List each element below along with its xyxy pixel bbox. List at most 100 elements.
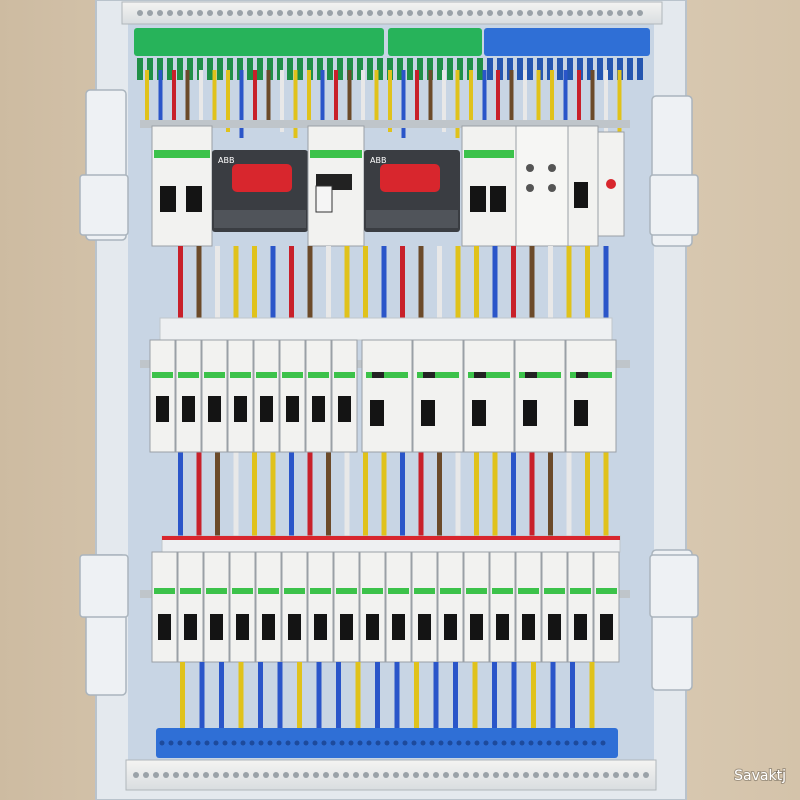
rail-screw <box>153 772 159 778</box>
wire <box>511 452 516 536</box>
rail-screw <box>143 772 149 778</box>
breaker-module <box>331 339 358 453</box>
terminal-screw <box>501 740 507 746</box>
terminal-clamp <box>527 58 533 80</box>
breaker-module <box>515 551 542 663</box>
wire <box>548 452 553 536</box>
rail-screw <box>493 772 499 778</box>
rail-screw <box>447 10 453 16</box>
rail-screw <box>413 772 419 778</box>
wire <box>585 452 590 536</box>
wire <box>375 662 380 728</box>
terminal-screw <box>591 740 597 746</box>
wire <box>566 452 572 536</box>
rail-screw <box>277 10 283 16</box>
terminal-screw <box>420 740 426 746</box>
wire <box>355 662 361 728</box>
terminal-clamp <box>457 58 463 80</box>
rail-screw <box>543 772 549 778</box>
breaker-label-strip <box>284 588 305 594</box>
wire <box>523 70 527 120</box>
breaker-toggle <box>366 614 379 640</box>
breaker-module <box>203 551 230 663</box>
rail-screw <box>433 772 439 778</box>
wire <box>415 70 419 120</box>
terminal-clamp <box>557 58 563 80</box>
rail-screw <box>317 10 323 16</box>
wire <box>320 70 325 126</box>
rcbo-label-strip <box>468 372 510 378</box>
terminal-clamp <box>637 58 643 80</box>
rail-screw <box>167 10 173 16</box>
rail-screw <box>407 10 413 16</box>
terminal-screw <box>438 740 444 746</box>
rail-screw <box>293 772 299 778</box>
breaker-label-strip <box>178 372 199 378</box>
terminal-clamp <box>237 58 243 80</box>
rcbo-test-button <box>474 372 486 378</box>
wire <box>428 70 433 126</box>
terminal-screw <box>249 740 255 746</box>
rail-screw <box>237 10 243 16</box>
wire <box>361 70 365 120</box>
rail-screw <box>253 772 259 778</box>
lower-breaker-row <box>140 535 630 663</box>
wire <box>550 662 556 728</box>
rail-screw <box>177 10 183 16</box>
terminal-clamp <box>447 58 453 80</box>
rail-screw <box>297 10 303 16</box>
terminal-screw <box>384 740 390 746</box>
terminal-clamp <box>497 58 503 80</box>
terminal-screw <box>303 740 309 746</box>
breaker-toggle <box>340 614 353 640</box>
rail-screw <box>503 772 509 778</box>
breaker-toggle <box>392 614 405 640</box>
breaker-toggle <box>210 614 223 640</box>
breaker-module <box>541 551 568 663</box>
rail-screw <box>383 772 389 778</box>
wire <box>394 662 400 728</box>
breaker-module <box>255 551 282 663</box>
breaker-module <box>307 551 334 663</box>
terminal-screw <box>546 740 552 746</box>
wire <box>196 452 202 536</box>
rail-screw <box>483 772 489 778</box>
rail-screw <box>477 10 483 16</box>
rail-screw <box>363 772 369 778</box>
terminal-screw <box>582 740 588 746</box>
rail-screw <box>617 10 623 16</box>
terminal-screw <box>159 740 165 746</box>
rail-screw <box>473 772 479 778</box>
wire <box>289 452 294 536</box>
wire <box>293 70 298 138</box>
wire <box>215 452 220 536</box>
wire <box>374 70 379 126</box>
rail-screw <box>437 10 443 16</box>
wire <box>563 70 568 138</box>
breaker-label-strip <box>466 588 487 594</box>
right-mounting-brackets <box>649 95 699 691</box>
terminal-clamp <box>467 58 473 80</box>
terminal-clamp <box>577 58 583 80</box>
rail-screw <box>633 772 639 778</box>
wire <box>418 452 424 536</box>
rail-screw <box>537 10 543 16</box>
terminal-clamp <box>547 58 553 80</box>
wire <box>226 70 230 132</box>
breaker-label-strip <box>414 588 435 594</box>
rail-screw <box>353 772 359 778</box>
terminal-screw <box>366 740 372 746</box>
rail-screw <box>523 772 529 778</box>
bottom-wiring <box>180 662 595 728</box>
rcbo-test-button <box>525 372 537 378</box>
breaker-toggle <box>574 614 587 640</box>
breaker-module <box>177 551 204 663</box>
rcbo-test-button <box>372 372 384 378</box>
rail-screw <box>423 772 429 778</box>
rail-screw <box>223 772 229 778</box>
wire <box>492 452 498 536</box>
rail-screw <box>373 772 379 778</box>
rail-screw <box>207 10 213 16</box>
breaker-toggle <box>312 396 325 422</box>
